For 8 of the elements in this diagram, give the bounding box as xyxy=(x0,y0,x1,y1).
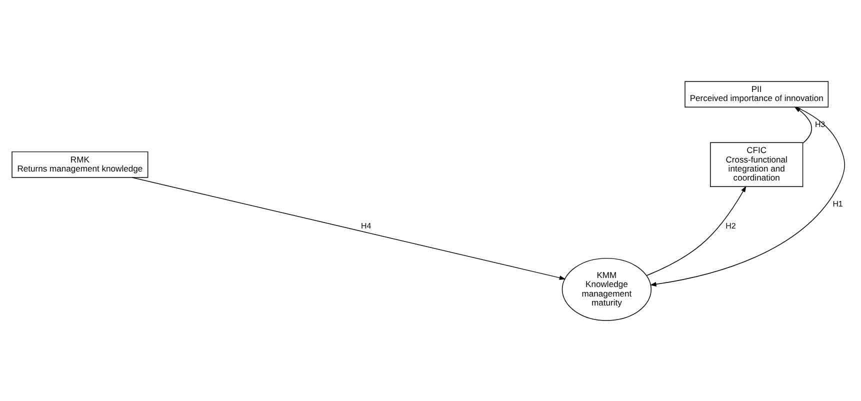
arrow xyxy=(132,176,566,280)
node-box: CFIC Cross-functional integration and coordination xyxy=(710,142,804,187)
node-ellipse: KMM Knowledge management maturity xyxy=(562,257,652,320)
node-box: RMK Returns management knowledge xyxy=(12,150,148,178)
arrow xyxy=(646,185,746,276)
node-box: PII Perceived importance of innovation xyxy=(684,80,829,108)
arrow xyxy=(650,106,845,286)
arrow xyxy=(794,106,812,144)
